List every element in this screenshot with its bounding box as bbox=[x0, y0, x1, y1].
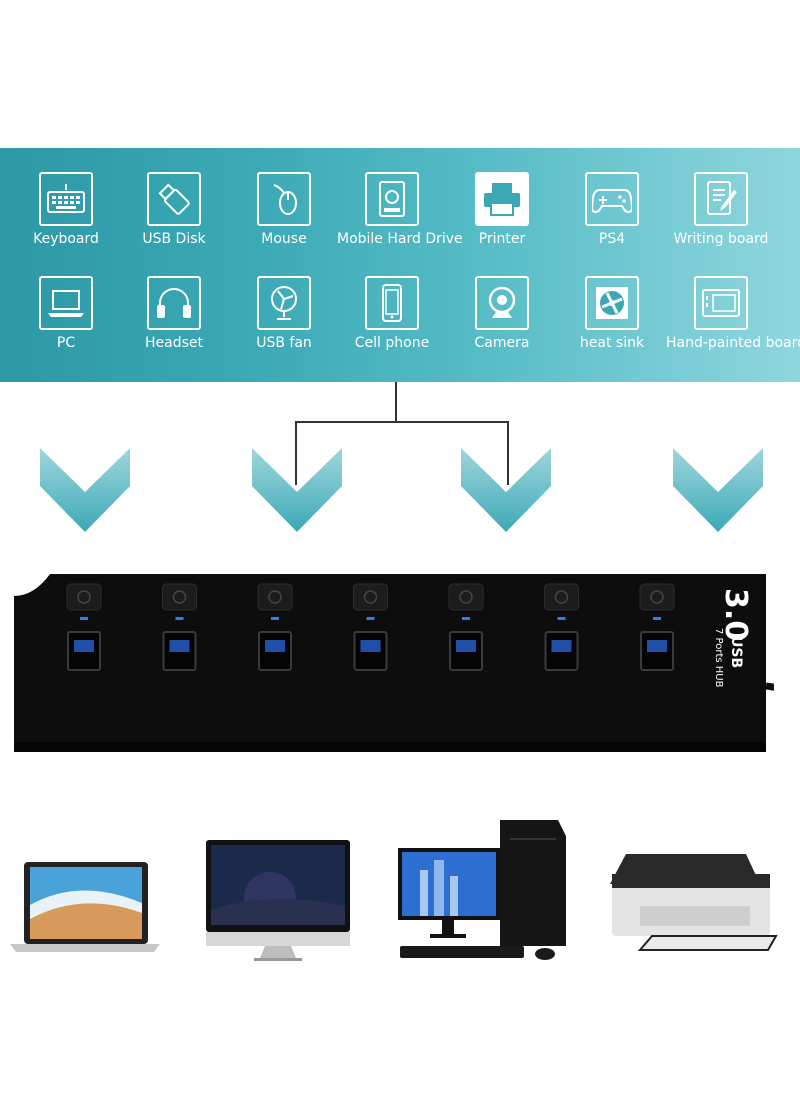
device-mobile-hard-drive: Mobile Hard Drive bbox=[337, 172, 463, 247]
device-mouse: Mouse bbox=[229, 172, 339, 247]
device-writing-board: Writing board bbox=[666, 172, 776, 247]
port-led bbox=[366, 617, 375, 620]
power-button[interactable] bbox=[639, 583, 675, 611]
fan-icon bbox=[257, 276, 311, 330]
device-label: Keyboard bbox=[33, 231, 99, 247]
usb-port-tongue bbox=[74, 640, 94, 652]
connector-line bbox=[507, 421, 509, 485]
device-label: Mouse bbox=[261, 231, 307, 247]
device-label: PS4 bbox=[598, 231, 626, 247]
printer-image bbox=[610, 854, 778, 951]
device-printer: Printer bbox=[447, 172, 557, 247]
power-icon bbox=[650, 590, 664, 604]
power-button[interactable] bbox=[544, 583, 579, 611]
webcam-icon bbox=[475, 276, 529, 330]
device-hand-painted-board: Hand-painted board bbox=[666, 276, 800, 351]
chevron-down-icon bbox=[461, 448, 551, 532]
device-label: USB fan bbox=[256, 335, 312, 351]
device-pc: PC bbox=[11, 276, 121, 351]
chevron-down-icon bbox=[252, 448, 342, 532]
port-led bbox=[175, 617, 184, 620]
power-icon bbox=[268, 590, 282, 604]
keyboard-icon bbox=[39, 172, 93, 226]
power-button[interactable] bbox=[257, 583, 293, 611]
power-icon bbox=[77, 590, 91, 604]
gamepad-icon bbox=[585, 172, 639, 226]
device-label: Hand-painted board bbox=[666, 335, 800, 351]
device-label: Camera bbox=[474, 335, 530, 351]
power-button[interactable] bbox=[66, 583, 102, 611]
device-banner: Keyboard USB Disk Mouse Mobile Hard Driv… bbox=[0, 148, 800, 382]
cell-phone-icon bbox=[365, 276, 419, 330]
laptop-image bbox=[10, 862, 160, 952]
monitor-image bbox=[206, 840, 350, 961]
device-ps4: PS4 bbox=[557, 172, 667, 247]
port-led bbox=[557, 617, 566, 620]
device-heat-sink: heat sink bbox=[557, 276, 667, 351]
usb-port-tongue bbox=[169, 640, 190, 652]
writing-board-icon bbox=[694, 172, 748, 226]
device-label: PC bbox=[56, 335, 76, 351]
port-led bbox=[271, 617, 279, 620]
device-label: Printer bbox=[478, 231, 526, 247]
device-label: USB Disk bbox=[142, 231, 206, 247]
heat-sink-icon bbox=[585, 276, 639, 330]
hub-brand-label: USB bbox=[728, 636, 744, 668]
device-label: Headset bbox=[144, 335, 203, 351]
device-label: heat sink bbox=[579, 335, 645, 351]
usb-port-tongue bbox=[647, 640, 667, 652]
connector-line bbox=[395, 382, 397, 422]
drawing-tablet-icon bbox=[694, 276, 748, 330]
port-led bbox=[653, 617, 661, 620]
power-button[interactable] bbox=[448, 583, 484, 611]
hub-ports-label: 7 Ports HUB bbox=[713, 628, 724, 688]
hub-version-label: 3.0 bbox=[718, 588, 753, 641]
device-keyboard: Keyboard bbox=[11, 172, 121, 247]
device-cell-phone: Cell phone bbox=[337, 276, 447, 351]
usb-port-tongue bbox=[551, 640, 572, 652]
port-led bbox=[80, 617, 88, 620]
device-camera: Camera bbox=[447, 276, 557, 351]
connector-line bbox=[295, 421, 509, 423]
chevron-down-icon bbox=[673, 448, 763, 532]
port-led bbox=[462, 617, 470, 620]
device-label: Writing board bbox=[673, 231, 769, 247]
usb-port-tongue bbox=[360, 640, 381, 652]
device-label: Cell phone bbox=[354, 335, 430, 351]
mouse-icon bbox=[257, 172, 311, 226]
hard-drive-icon bbox=[365, 172, 419, 226]
power-button[interactable] bbox=[353, 583, 388, 611]
power-icon bbox=[363, 590, 378, 604]
device-label: Mobile Hard Drive bbox=[337, 231, 463, 247]
usb-hub: 3.0 USB 7 Ports HUB bbox=[14, 574, 774, 752]
connector-line bbox=[295, 421, 297, 485]
device-usb-fan: USB fan bbox=[229, 276, 339, 351]
power-icon bbox=[172, 590, 187, 604]
desktop-computer-image bbox=[398, 820, 566, 960]
power-icon bbox=[459, 590, 473, 604]
printer-icon bbox=[475, 172, 529, 226]
headset-icon bbox=[147, 276, 201, 330]
usb-disk-icon bbox=[147, 172, 201, 226]
usb-port-tongue bbox=[456, 640, 476, 652]
chevron-down-icon bbox=[40, 448, 130, 532]
usb-port-tongue bbox=[265, 640, 285, 652]
compatible-devices bbox=[10, 820, 778, 961]
device-headset: Headset bbox=[119, 276, 229, 351]
device-usb-disk: USB Disk bbox=[119, 172, 229, 247]
laptop-icon bbox=[39, 276, 93, 330]
power-icon bbox=[554, 590, 569, 604]
power-button[interactable] bbox=[162, 583, 197, 611]
